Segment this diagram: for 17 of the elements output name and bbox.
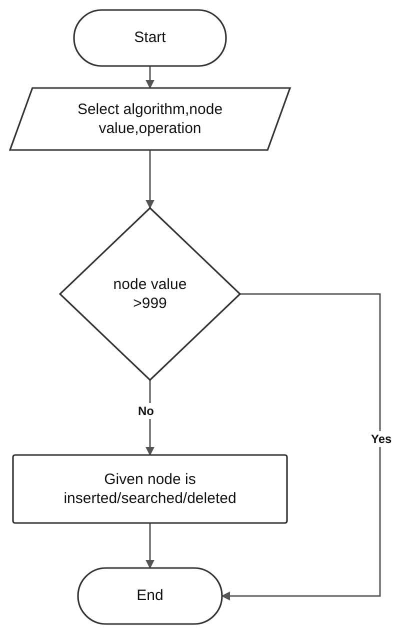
terminal-shape <box>78 568 222 624</box>
node-text: node value >999 <box>112 274 188 314</box>
arrow <box>146 523 154 569</box>
arrow <box>146 66 154 89</box>
edge-label: Yes <box>369 431 394 447</box>
process-box <box>13 455 287 523</box>
arrow <box>221 293 381 600</box>
node-text: End <box>136 586 164 606</box>
terminal-shape <box>74 10 226 66</box>
arrow <box>146 150 154 209</box>
node-text: Start <box>134 28 166 48</box>
node-text: Select algorithm,node value,operation <box>76 100 224 138</box>
edge-label: No <box>136 403 156 419</box>
node-text: Given node is inserted/searched/deleted <box>62 470 238 508</box>
input-parallelogram <box>10 88 290 150</box>
arrow <box>146 380 154 456</box>
decision-diamond <box>60 208 240 380</box>
